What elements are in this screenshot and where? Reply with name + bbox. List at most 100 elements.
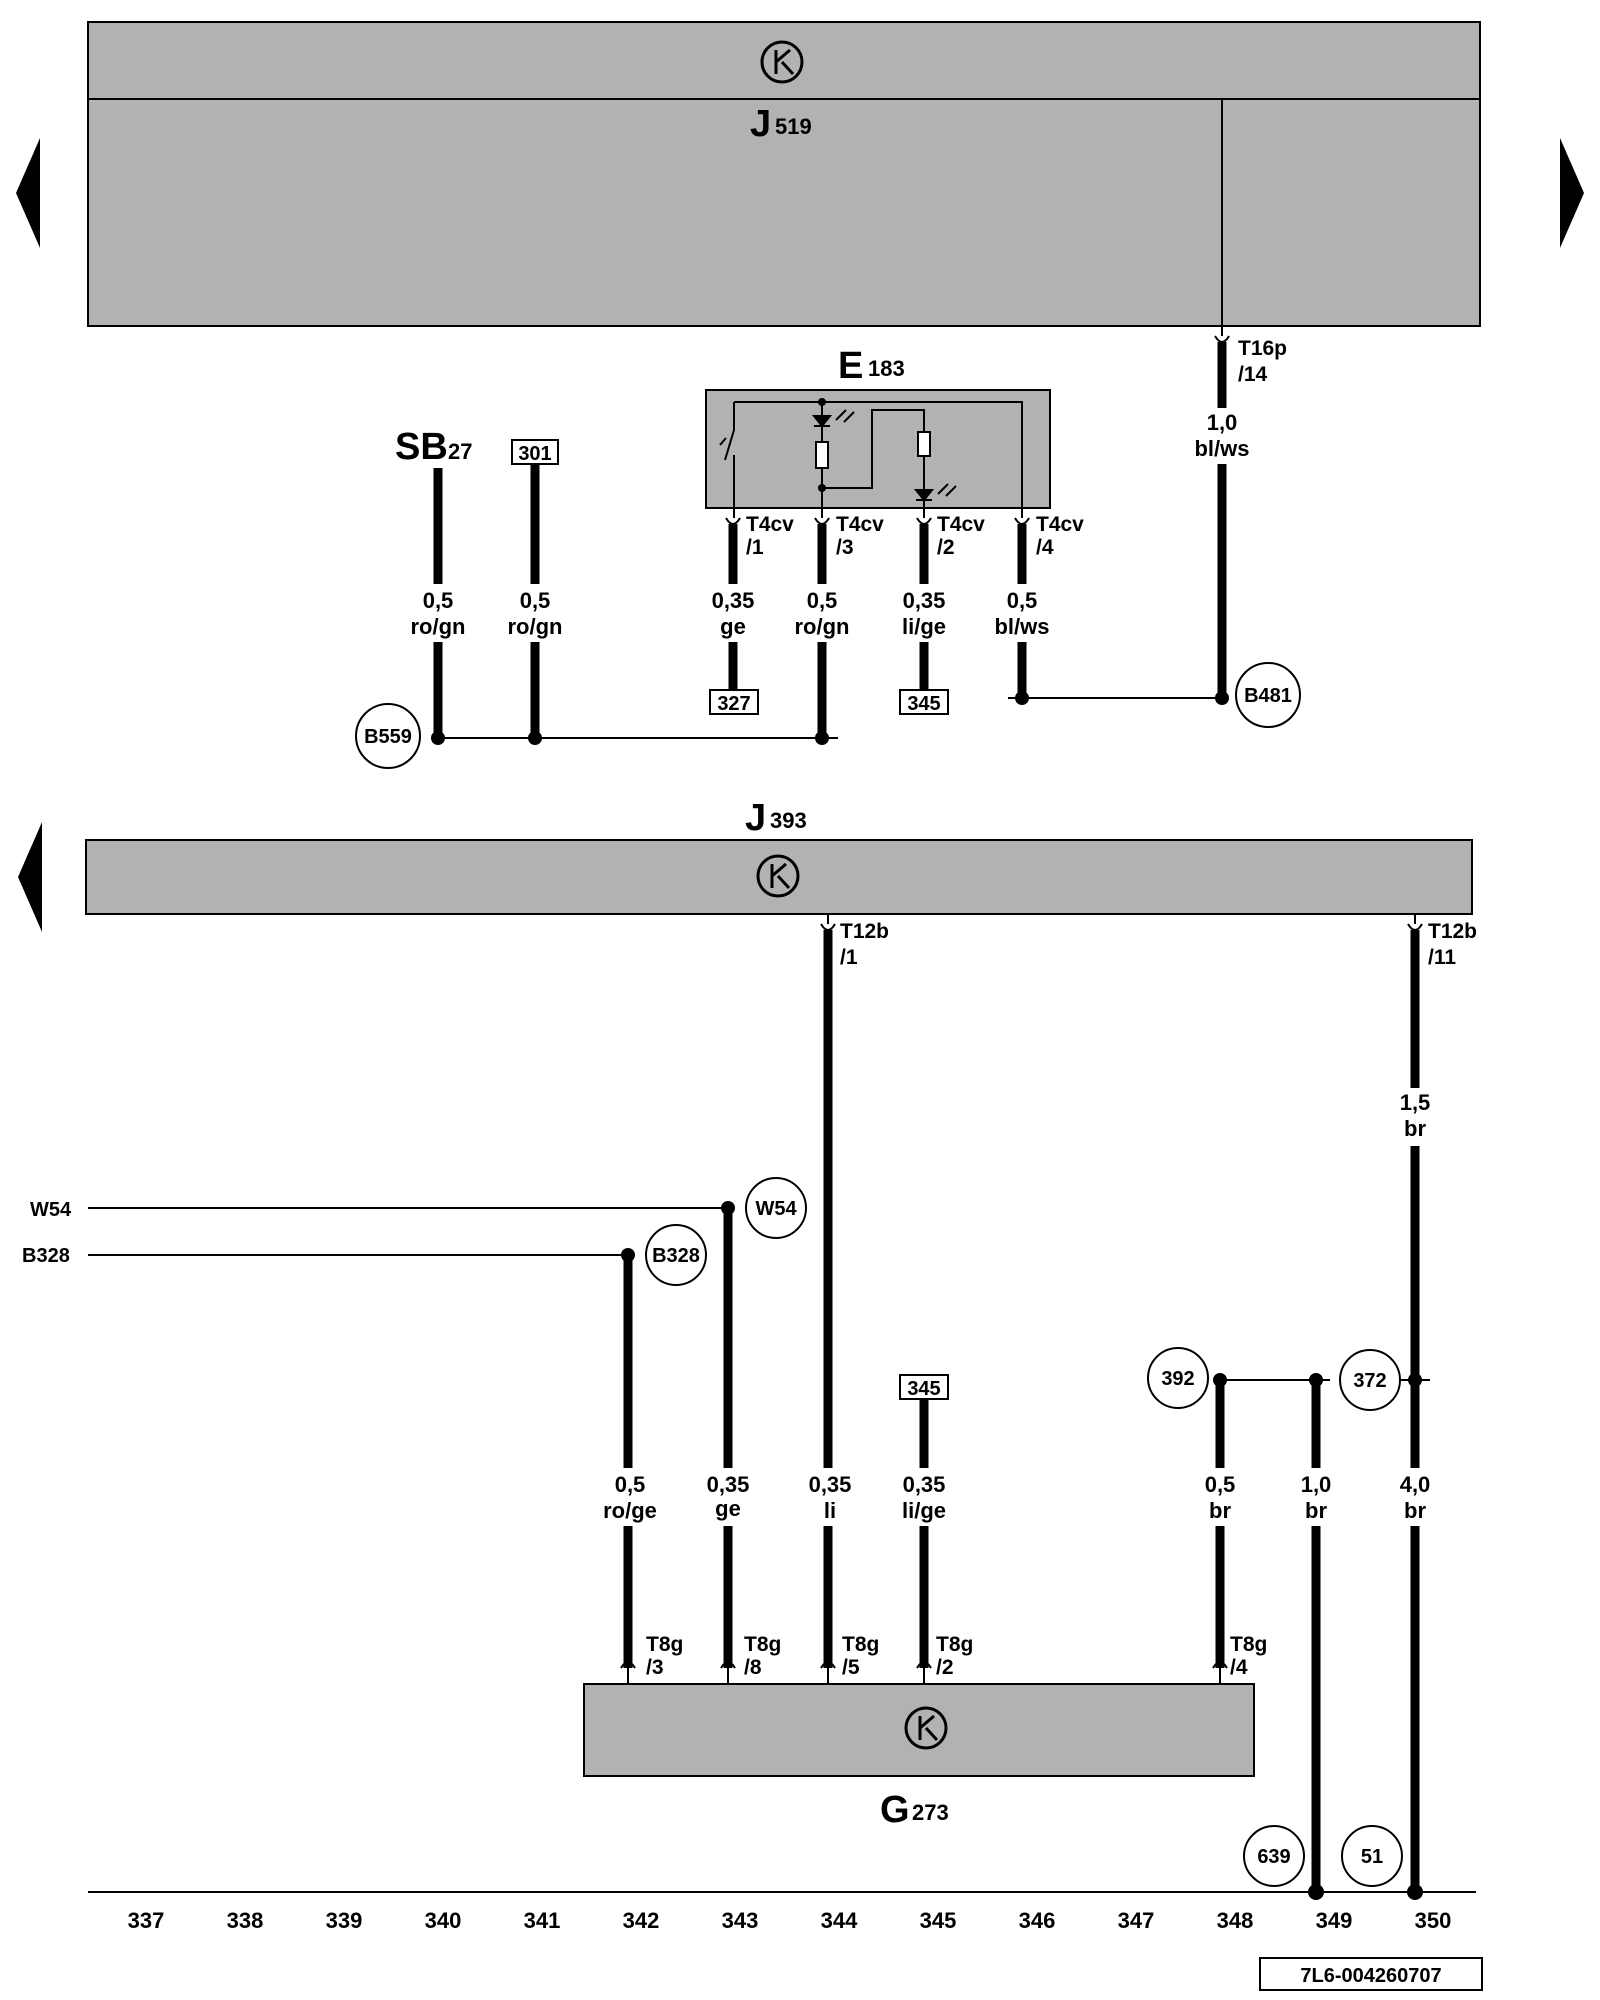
pin-t12b11-connector: T12b (1428, 920, 1477, 943)
ref-327: 327 (717, 693, 750, 715)
e183-designation: E (838, 345, 863, 387)
grid-number: 343 (722, 1908, 759, 1933)
j519-number: 519 (775, 114, 812, 139)
wire-t16p-color: bl/ws (1194, 436, 1249, 461)
junction-dot (1408, 1373, 1422, 1387)
pin-t4cv1-connector: T4cv (746, 513, 794, 536)
arrow-left-icon[interactable] (16, 138, 40, 248)
ref-345-lower: 345 (907, 1378, 940, 1400)
grid-number: 342 (623, 1908, 660, 1933)
control-unit-j519-housing (87, 21, 1481, 327)
junction-dot (1015, 691, 1029, 705)
ref-box-345 (899, 689, 949, 715)
label-bg (1378, 1088, 1452, 1146)
wire-301-color: ro/gn (508, 614, 563, 639)
connection-b481-circle (1235, 662, 1301, 728)
electronic-module-icon (760, 40, 804, 84)
wire-label-backgrounds (588, 1468, 1450, 1526)
junction-dot (528, 731, 542, 745)
pin-t4cv3-connector: T4cv (836, 513, 884, 536)
wire-label-backgrounds (398, 584, 1062, 642)
grid-number: 347 (1118, 1908, 1155, 1933)
wire-g4-color: br (1209, 1498, 1231, 1523)
connection-b328-circle (645, 1224, 707, 1286)
wire-t4cv1-color: ge (720, 614, 746, 639)
pin-t12b11-number: /11 (1428, 946, 1456, 969)
electronic-module-icon (756, 854, 800, 898)
switch-e183-internals (719, 398, 1023, 518)
sb27-number: 27 (448, 439, 472, 464)
g273-designation: G (880, 1789, 910, 1831)
arrow-left-icon[interactable] (18, 822, 42, 932)
ref-box-345 (899, 1374, 949, 1400)
grid-number: 340 (425, 1908, 462, 1933)
junction-dot (1309, 1373, 1323, 1387)
pin-t8g8-number: /8 (744, 1656, 762, 1679)
connection-639-circle (1243, 1825, 1305, 1887)
connection-w54: W54 (755, 1198, 797, 1220)
pin-t4cv3-number: /3 (836, 536, 854, 559)
connection-w54-circle (745, 1177, 807, 1239)
connection-392-circle (1147, 1347, 1209, 1409)
grid-number: 346 (1019, 1908, 1056, 1933)
pin-t16p-connector: T16p (1238, 337, 1287, 360)
j393-designation: J (745, 797, 766, 839)
pin-socket-icon (1214, 335, 1230, 343)
connection-639: 639 (1257, 1846, 1290, 1868)
connection-392: 392 (1161, 1368, 1194, 1390)
grid-number: 349 (1316, 1908, 1353, 1933)
ref-301: 301 (518, 443, 551, 465)
pin-t8g5-number: /5 (842, 1656, 860, 1679)
wire-t12b11-color: br (1404, 1116, 1426, 1141)
arrow-right-icon[interactable] (1560, 138, 1584, 248)
connection-b481: B481 (1244, 685, 1292, 707)
wire-g5-color: li (824, 1498, 836, 1523)
pin-socket-icon (1407, 923, 1423, 931)
ref-box-301 (511, 439, 559, 465)
junction-dot (1215, 691, 1229, 705)
wire-g3-color: ro/ge (603, 1498, 657, 1523)
pin-t12b1-connector: T12b (840, 920, 889, 943)
pin-t8g8-connector: T8g (744, 1633, 781, 1656)
wire-t4cv1-size: 0,35 (712, 588, 755, 613)
grid-number: 344 (821, 1908, 858, 1933)
connection-51-circle (1341, 1825, 1403, 1887)
pin-socket-icon (820, 923, 836, 931)
pin-t4cv4-number: /4 (1036, 536, 1054, 559)
wire-349-color: br (1305, 1498, 1327, 1523)
grid-number: 337 (128, 1908, 165, 1933)
pin-t12b1-number: /1 (840, 946, 858, 969)
wire-g8-color: ge (715, 1496, 741, 1521)
connection-b559: B559 (364, 726, 412, 748)
switch-e183-housing (705, 389, 1051, 509)
pin-t8g4-connector: T8g (1230, 1633, 1267, 1656)
junction-dot (815, 731, 829, 745)
grid-number: 339 (326, 1908, 363, 1933)
electronic-module-icon (904, 1706, 948, 1750)
grid-number: 348 (1217, 1908, 1254, 1933)
junction-dot (1213, 1373, 1227, 1387)
g273-number: 273 (912, 1800, 949, 1825)
wire-t4cv3-color: ro/gn (795, 614, 850, 639)
pin-t8g3-connector: T8g (646, 1633, 683, 1656)
wire-g2-size: 0,35 (903, 1472, 946, 1497)
wire-g3-size: 0,5 (615, 1472, 646, 1497)
pin-t4cv4-connector: T4cv (1036, 513, 1084, 536)
wire-t4cv2-size: 0,35 (903, 588, 946, 613)
wire-t4cv3-size: 0,5 (807, 588, 838, 613)
wire-g2-color: li/ge (902, 1498, 946, 1523)
pin-t4cv2-connector: T4cv (937, 513, 985, 536)
g273-pin-sockets (620, 1661, 1228, 1684)
pin-t4cv2-number: /2 (937, 536, 955, 559)
wire-t4cv4-color: bl/ws (994, 614, 1049, 639)
grid-number: 338 (227, 1908, 264, 1933)
ref-box-327 (709, 689, 759, 715)
drawing-id-box (1259, 1957, 1483, 1991)
grid-number: 345 (920, 1908, 957, 1933)
wire-sb27-color: ro/gn (411, 614, 466, 639)
connection-372: 372 (1353, 1370, 1386, 1392)
pin-t8g4-number: /4 (1230, 1656, 1248, 1679)
pin-t8g2-number: /2 (936, 1656, 954, 1679)
wire-sb27-size: 0,5 (423, 588, 454, 613)
